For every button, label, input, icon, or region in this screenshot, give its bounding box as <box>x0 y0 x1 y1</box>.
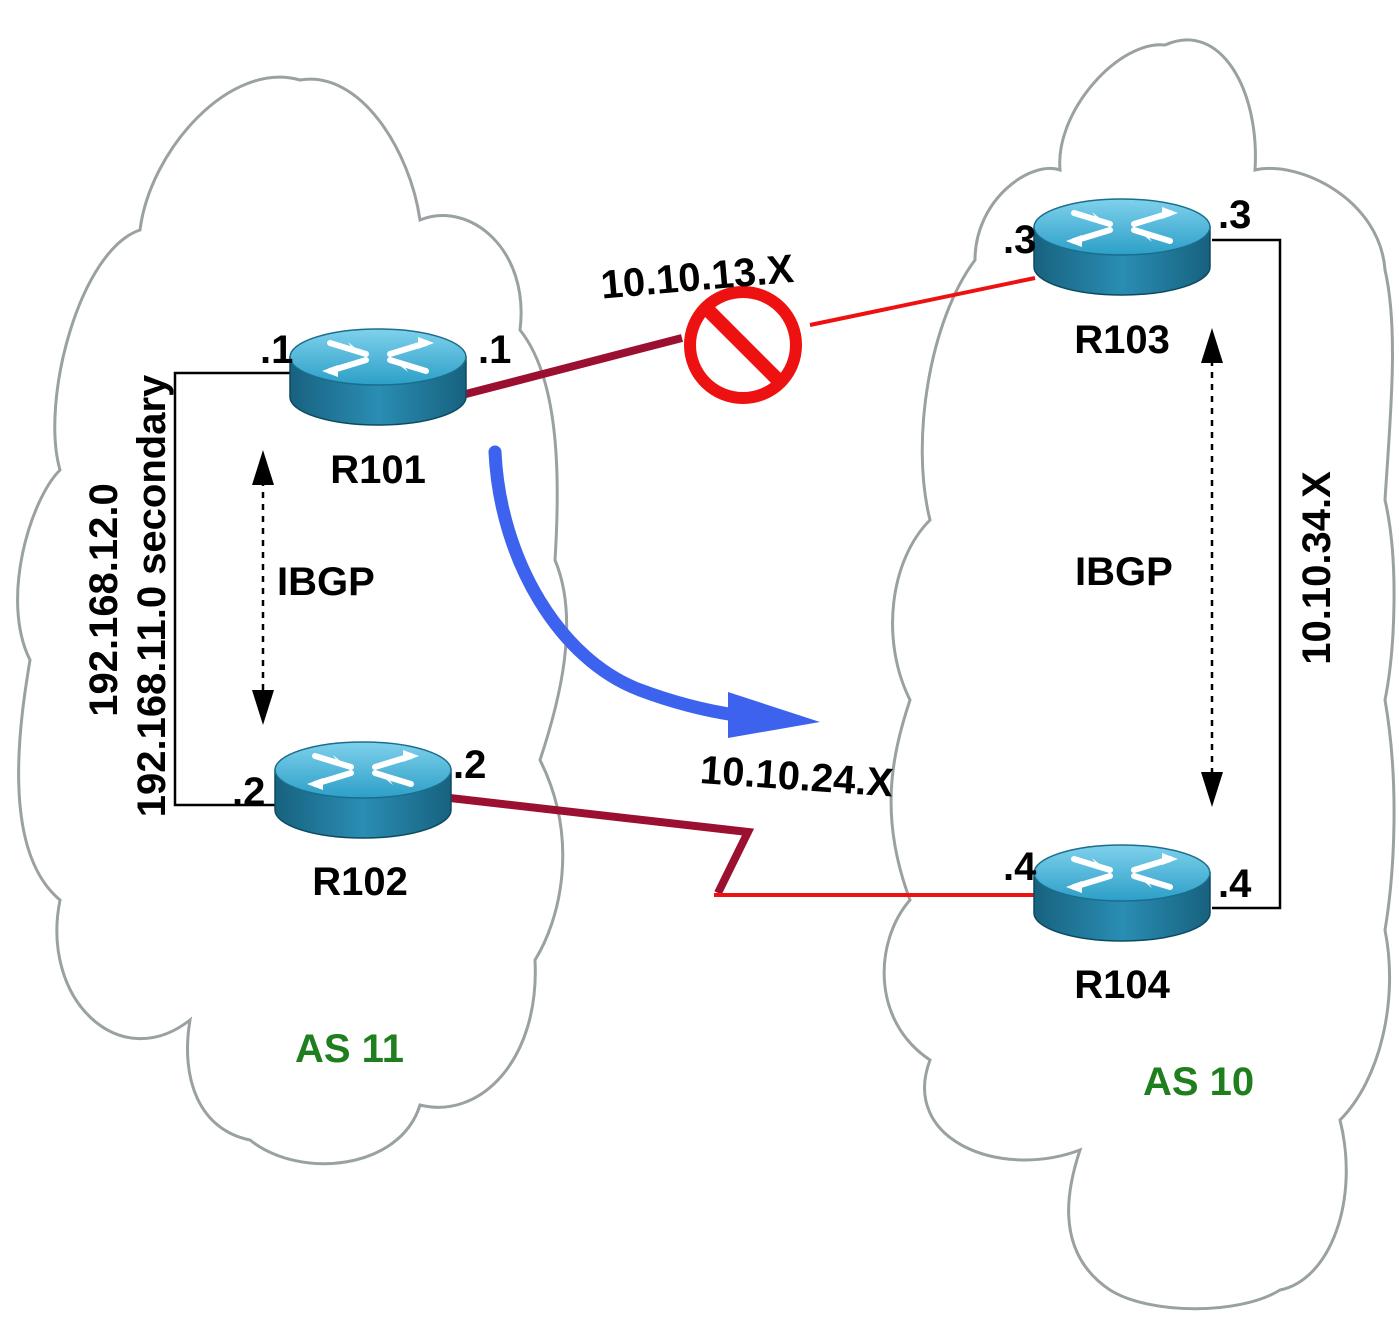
interface-r101-right: .1 <box>478 328 511 372</box>
as10-label: AS 10 <box>1143 1060 1254 1104</box>
link-r101-r103-right <box>809 276 1036 327</box>
router-name-r104: R104 <box>1074 963 1170 1007</box>
link-r101-r103-left <box>460 334 684 399</box>
lan-label-secondary: 192.168.11.0 secondary <box>130 374 174 817</box>
as11-label: AS 11 <box>295 1027 404 1071</box>
link-r102-r104-serial <box>449 794 755 895</box>
redirect-arrow <box>488 445 820 738</box>
as10-cloud <box>882 38 1396 1311</box>
interface-r104-right: .4 <box>1218 862 1252 906</box>
ibgp-session-right <box>1201 328 1223 807</box>
interface-r104-left: .4 <box>1003 845 1037 889</box>
ibgp-label-right: IBGP <box>1075 550 1173 594</box>
link-r103-r104 <box>1212 238 1282 910</box>
router-r104 <box>1034 845 1210 941</box>
interface-r102-left: .2 <box>232 770 265 814</box>
no-entry-icon <box>684 286 802 404</box>
interface-r103-right: .3 <box>1218 193 1251 237</box>
router-name-r101: R101 <box>330 448 426 492</box>
interface-r101-left: .1 <box>260 328 293 372</box>
interface-r103-left: .3 <box>1003 218 1036 262</box>
network-label-24: 10.10.24.X <box>699 748 895 805</box>
lan-link-r101-r102 <box>173 371 295 807</box>
router-name-r102: R102 <box>312 860 408 904</box>
ibgp-label-left: IBGP <box>277 560 375 604</box>
as11-cloud <box>16 75 569 1166</box>
interface-r102-right: .2 <box>453 743 486 787</box>
router-r102 <box>275 742 451 838</box>
router-r101 <box>290 329 466 425</box>
network-label-34: 10.10.34.X <box>1295 471 1339 665</box>
router-name-r103: R103 <box>1074 318 1170 362</box>
router-r103 <box>1034 199 1210 295</box>
lan-label-primary: 192.168.12.0 <box>82 483 126 717</box>
ibgp-session-left <box>252 450 274 725</box>
